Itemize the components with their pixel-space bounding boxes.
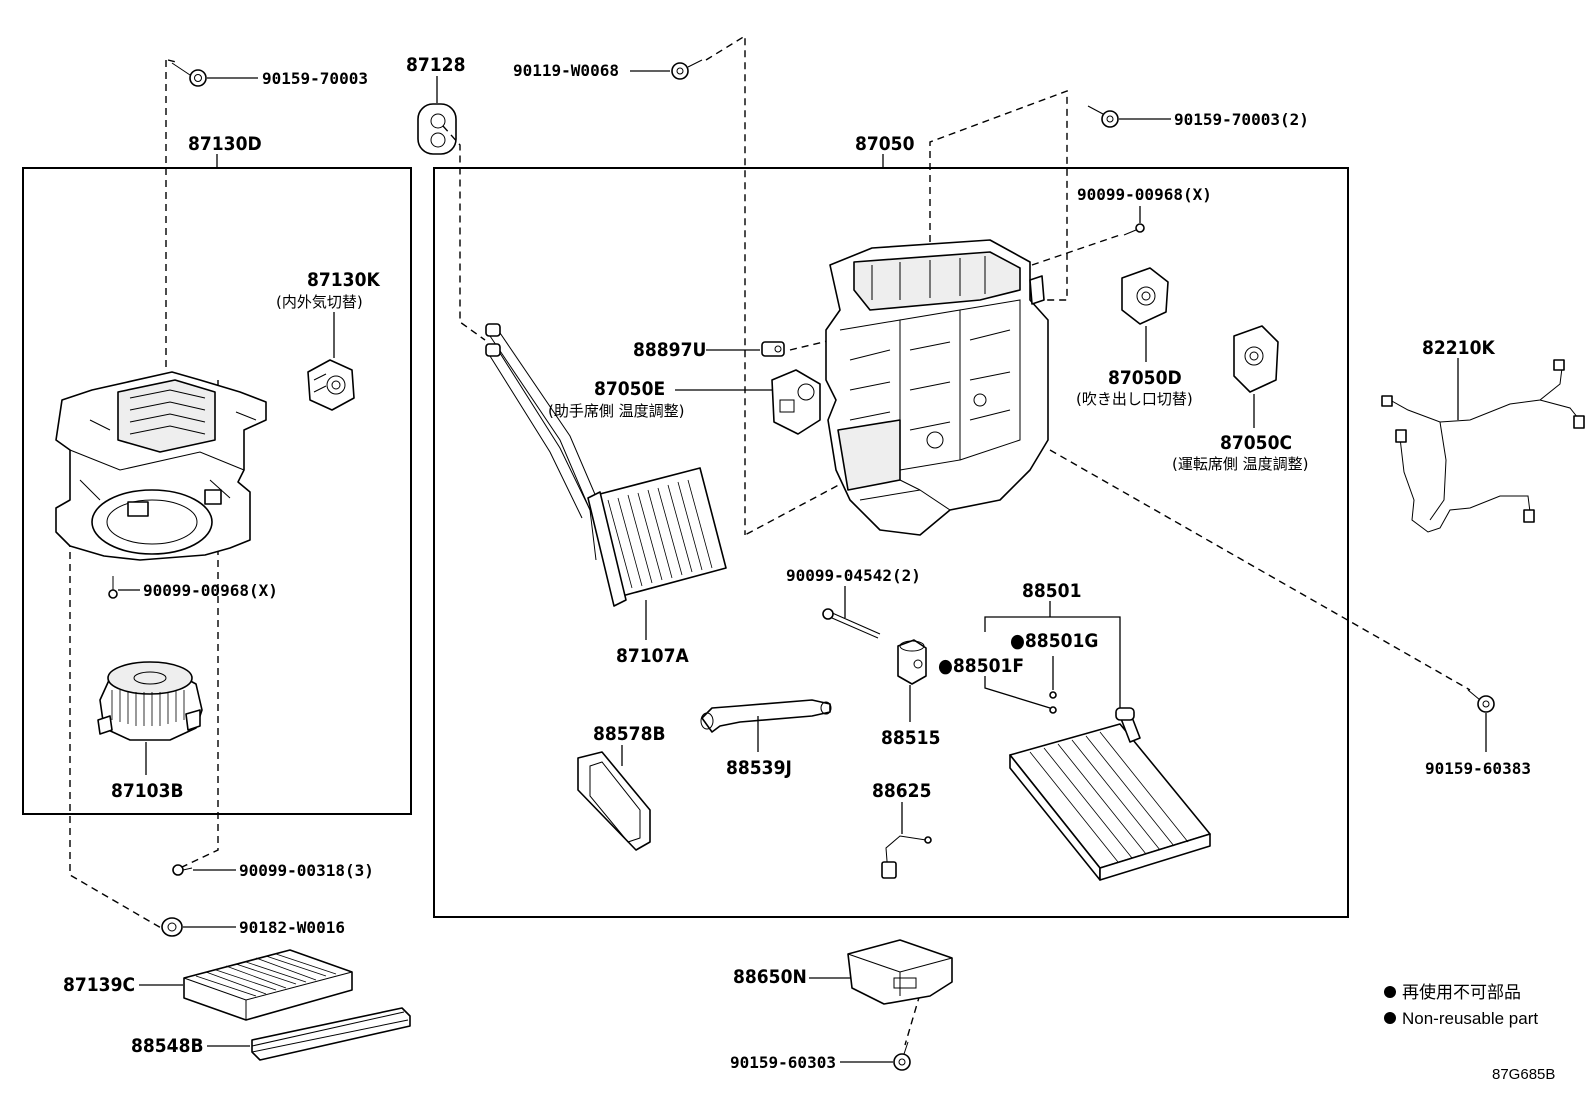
- label-88515[interactable]: 88515: [881, 727, 940, 749]
- label-87130K-note: (内外気切替): [276, 293, 363, 311]
- servo-87050E-icon[interactable]: [771, 369, 821, 435]
- label-87050C[interactable]: 87050C: [1220, 432, 1292, 454]
- label-90159-70003[interactable]: 90159-70003: [262, 69, 368, 88]
- label-90182-W0016[interactable]: 90182-W0016: [239, 918, 345, 937]
- label-87139C[interactable]: 87139C: [63, 974, 135, 996]
- servo-87050D-icon[interactable]: [1121, 267, 1169, 325]
- label-90119-W0068[interactable]: 90119-W0068: [513, 61, 619, 80]
- bracket-88501: [984, 616, 1121, 710]
- screw-90159-70003-2-icon[interactable]: [1087, 105, 1119, 128]
- label-87128[interactable]: 87128: [406, 54, 465, 76]
- ecu-88650N-icon[interactable]: [847, 939, 953, 1005]
- sensor-88897U-icon[interactable]: [761, 341, 785, 357]
- screw-90099-00318-icon[interactable]: [172, 864, 193, 876]
- evaporator-88501-icon[interactable]: [1009, 707, 1211, 881]
- label-88501[interactable]: 88501: [1022, 580, 1081, 602]
- label-88539J[interactable]: 88539J: [726, 757, 792, 779]
- screw-90159-60303-icon[interactable]: [893, 1041, 911, 1071]
- leader-88501F: [984, 676, 1051, 709]
- dash-90159-2: [929, 89, 1068, 301]
- wire-harness-82210K-icon[interactable]: [1381, 359, 1585, 533]
- label-88650N[interactable]: 88650N: [733, 966, 807, 988]
- grommet-87128-icon[interactable]: [417, 103, 457, 155]
- label-88625[interactable]: 88625: [872, 780, 931, 802]
- legend-jp: 再使用不可部品: [1402, 982, 1521, 1002]
- label-87050E[interactable]: 87050E: [594, 378, 665, 400]
- screw-90159-70003-icon[interactable]: [171, 62, 207, 87]
- tube-88539J-icon[interactable]: [700, 699, 832, 733]
- servo-87130K-icon[interactable]: [307, 359, 355, 411]
- label-90159-70003-2[interactable]: 90159-70003(2): [1174, 110, 1309, 129]
- hvac-case-87050-icon[interactable]: [825, 239, 1049, 536]
- legend-dot-1-icon: [1384, 986, 1396, 998]
- label-88501G[interactable]: ●88501G: [1010, 630, 1098, 652]
- label-90099-04542[interactable]: 90099-04542(2): [786, 566, 921, 585]
- expansion-valve-88515-icon[interactable]: [897, 639, 927, 685]
- label-87050E-note: (助手席側 温度調整): [548, 402, 684, 420]
- right-group-frame: [433, 167, 1349, 918]
- label-90159-60303[interactable]: 90159-60303: [730, 1053, 836, 1072]
- label-90099-00968-right[interactable]: 90099-00968(X): [1077, 185, 1212, 204]
- label-87107A[interactable]: 87107A: [616, 645, 689, 667]
- label-87130D[interactable]: 87130D: [188, 133, 262, 155]
- label-87050D-note: (吹き出し口切替): [1076, 390, 1193, 408]
- label-88501F[interactable]: ●88501F: [938, 655, 1024, 677]
- nut-90182-W0016-icon[interactable]: [161, 917, 183, 937]
- blower-motor-87103B-icon[interactable]: [97, 661, 203, 741]
- dash-90119-b: [744, 479, 849, 536]
- label-90099-00968-left[interactable]: 90099-00968(X): [143, 581, 278, 600]
- label-88578B[interactable]: 88578B: [593, 723, 666, 745]
- label-87050[interactable]: 87050: [855, 133, 915, 155]
- dash-87128: [442, 125, 486, 341]
- label-90159-60383[interactable]: 90159-60383: [1425, 759, 1531, 778]
- dash-left-3: [69, 540, 169, 933]
- label-90099-00318[interactable]: 90099-00318(3): [239, 861, 374, 880]
- legend-en: Non-reusable part: [1402, 1009, 1538, 1028]
- screw-90159-60383-icon[interactable]: [1467, 689, 1495, 713]
- dash-90119: [705, 34, 746, 535]
- cabin-filter-87139C-icon[interactable]: [183, 949, 353, 1021]
- label-87050C-note: (運転席側 温度調整): [1172, 455, 1308, 473]
- o-ring-88501-icon: [1049, 691, 1057, 714]
- dash-left-1b: [167, 59, 177, 63]
- legend-dot-2-icon: [1384, 1012, 1396, 1024]
- label-87130K[interactable]: 87130K: [307, 269, 380, 291]
- heater-core-87107A-icon[interactable]: [485, 323, 727, 607]
- dash-60383: [1049, 449, 1471, 691]
- blower-unit-87130D-icon[interactable]: [55, 371, 267, 561]
- bolt-90099-04542-icon[interactable]: [822, 608, 881, 639]
- bracket-88578B-icon[interactable]: [577, 751, 651, 851]
- label-88897U[interactable]: 88897U: [633, 339, 706, 361]
- label-87103B[interactable]: 87103B: [111, 780, 184, 802]
- seal-88548B-icon[interactable]: [251, 1007, 411, 1061]
- diagram-code: 87G685B: [1492, 1066, 1555, 1083]
- servo-87050C-icon[interactable]: [1233, 325, 1279, 393]
- screw-90119-W0068-icon[interactable]: [671, 59, 703, 80]
- label-87050D[interactable]: 87050D: [1108, 367, 1182, 389]
- thermistor-88625-icon[interactable]: [881, 835, 932, 879]
- label-88548B[interactable]: 88548B: [131, 1035, 204, 1057]
- dash-00968-r: [1031, 234, 1121, 266]
- screw-90099-00968-right-icon[interactable]: [1123, 223, 1145, 236]
- screw-90099-00968-left-icon[interactable]: [108, 576, 118, 599]
- label-82210K[interactable]: 82210K: [1422, 337, 1495, 359]
